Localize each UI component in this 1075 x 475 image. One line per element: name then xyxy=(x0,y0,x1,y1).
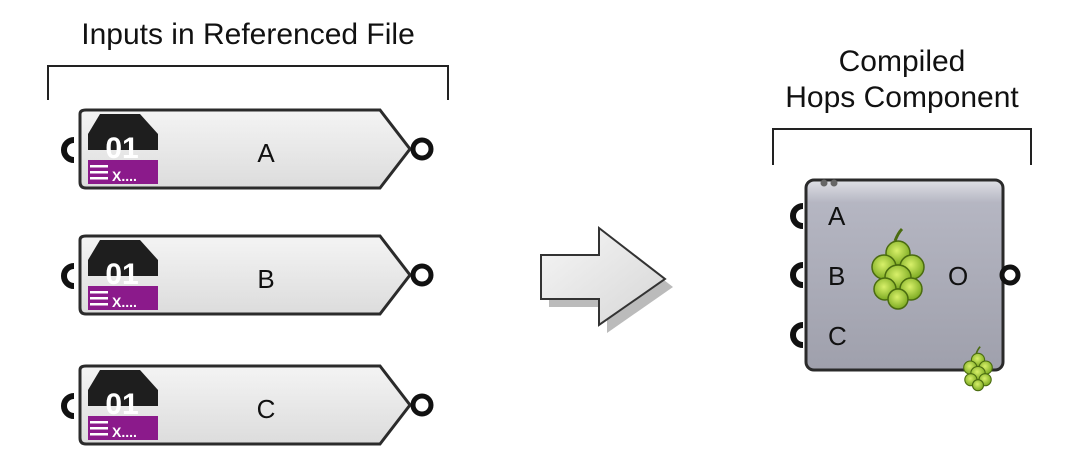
number-param-icon: X.... 01 xyxy=(88,240,158,310)
input-label-c: C xyxy=(828,321,847,351)
icon-text: X.... xyxy=(112,168,137,184)
param-component-c[interactable]: X.... 01 C xyxy=(61,364,434,446)
output-label-o: O xyxy=(948,261,968,291)
number-param-icon: X.... 01 xyxy=(88,370,158,440)
output-grip-o[interactable] xyxy=(999,264,1021,286)
input-grip-a[interactable] xyxy=(790,203,804,229)
icon-text: X.... xyxy=(112,424,137,440)
hops-component[interactable]: A B C O xyxy=(790,178,1021,392)
input-grip[interactable] xyxy=(61,137,75,163)
param-component-b[interactable]: X.... 01 B xyxy=(61,234,434,316)
right-title-line1: Compiled xyxy=(839,45,966,78)
icon-number: 01 xyxy=(105,132,138,165)
right-title-line2: Hops Component xyxy=(785,81,1019,114)
output-grip[interactable] xyxy=(410,137,434,161)
right-arrow-icon xyxy=(540,225,673,333)
input-grip-c[interactable] xyxy=(790,322,804,348)
icon-number: 01 xyxy=(105,388,138,421)
left-bracket xyxy=(47,65,449,100)
component-dot xyxy=(830,179,838,187)
output-grip[interactable] xyxy=(410,263,434,287)
param-label-c: C xyxy=(257,394,276,424)
icon-number: 01 xyxy=(105,258,138,291)
icon-text: X.... xyxy=(112,294,137,310)
output-grip[interactable] xyxy=(410,393,434,417)
hops-icon xyxy=(871,227,925,310)
input-label-b: B xyxy=(828,261,845,291)
component-dot xyxy=(820,179,828,187)
number-param-icon: X.... 01 xyxy=(88,114,158,184)
param-label-b: B xyxy=(257,264,274,294)
left-title: Inputs in Referenced File xyxy=(81,18,415,51)
param-component-a[interactable]: X.... 01 A xyxy=(61,108,434,190)
input-grip[interactable] xyxy=(61,393,75,419)
input-grip-b[interactable] xyxy=(790,262,804,288)
input-grip[interactable] xyxy=(61,263,75,289)
input-label-a: A xyxy=(828,201,846,231)
right-bracket xyxy=(772,128,1032,165)
param-label-a: A xyxy=(257,138,275,168)
hops-badge-icon xyxy=(963,346,993,392)
